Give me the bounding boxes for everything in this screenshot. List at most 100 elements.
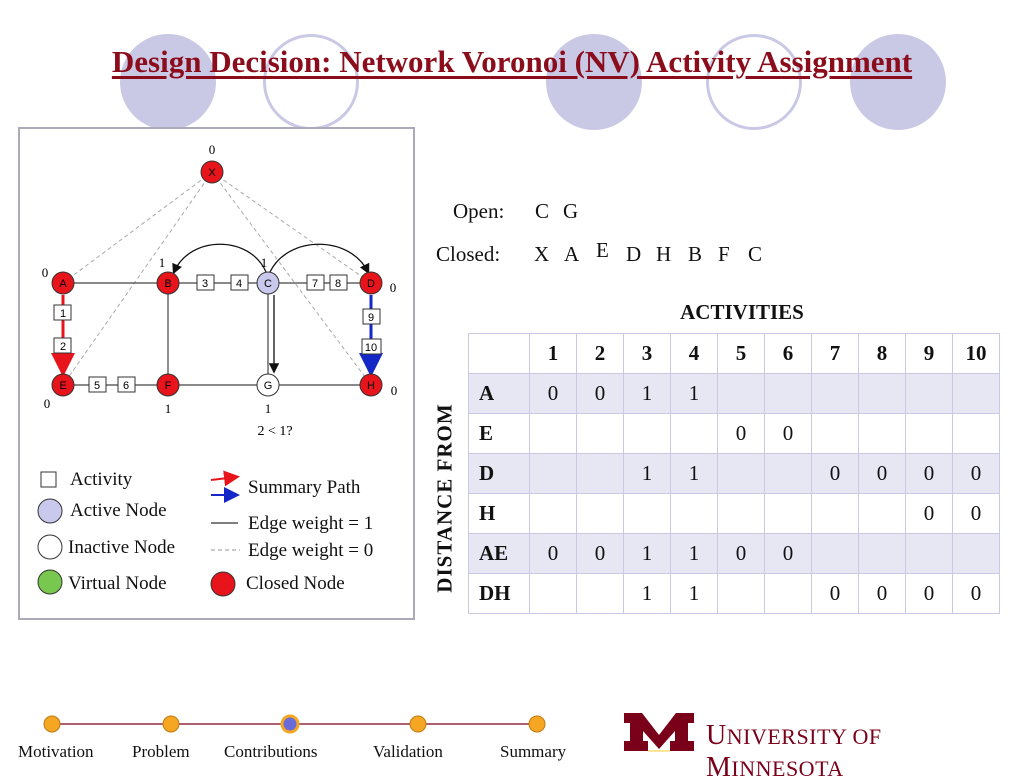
svg-text:4: 4: [236, 278, 242, 290]
table-cell: 1: [623, 573, 671, 614]
table-cell: [811, 493, 859, 534]
closed-item: D: [626, 242, 642, 266]
decor-circle: [120, 34, 216, 130]
svg-text:2: 2: [60, 341, 66, 353]
row-header: A: [468, 373, 530, 414]
open-item: C: [535, 199, 550, 223]
table-cell: [811, 413, 859, 454]
active-node-legend-icon: [37, 498, 63, 524]
table-cell: [670, 413, 718, 454]
node-h: H: [359, 373, 383, 397]
nav-dot-summary: [528, 715, 546, 733]
table-cell: [905, 533, 953, 574]
table-cell: [811, 373, 859, 414]
closed-item: C: [748, 242, 763, 266]
legend-closed-node: Closed Node: [246, 573, 345, 594]
table-cell: [811, 533, 859, 574]
table-row: DH 1 1 0 0 0 0: [468, 573, 1000, 614]
nav-dot-motivation: [43, 715, 61, 733]
legend-inactive-node: Inactive Node: [68, 537, 176, 558]
table-cell: 1: [670, 453, 718, 494]
node-distances: 0 0 1 1 0 0 1 1 0: [42, 142, 398, 416]
svg-text:1: 1: [265, 401, 272, 416]
svg-text:D: D: [367, 278, 375, 290]
nav-motivation[interactable]: Motivation: [18, 742, 94, 761]
column-header: 1: [529, 333, 577, 374]
table-cell: 1: [670, 573, 718, 614]
column-header: 9: [905, 333, 953, 374]
nav-summary[interactable]: Summary: [500, 742, 567, 761]
svg-text:0: 0: [391, 383, 398, 398]
closed-item: B: [688, 242, 703, 266]
svg-text:5: 5: [94, 380, 100, 392]
inactive-node-legend-icon: [37, 534, 63, 560]
table-cell: 0: [952, 493, 1000, 534]
column-header: 6: [764, 333, 812, 374]
table-cell: 0: [717, 413, 765, 454]
table-cell: 0: [905, 453, 953, 494]
network-graph: 1 2 3 4 5 6 7 8 9 10 X A B C D E F G H 0…: [37, 142, 398, 597]
table-cell: 0: [811, 453, 859, 494]
graph-nodes: X A B C D E F G H: [51, 160, 383, 397]
table-cell: 0: [576, 373, 624, 414]
table-cell: [576, 453, 624, 494]
table-cell: [858, 413, 906, 454]
table-cell: 0: [764, 413, 812, 454]
table-row: D 1 1 0 0 0 0: [468, 453, 1000, 494]
table-cell: [905, 413, 953, 454]
table-cell: [764, 573, 812, 614]
nav-dot-problem: [162, 715, 180, 733]
svg-text:1: 1: [165, 401, 172, 416]
nav-contributions[interactable]: Contributions: [224, 742, 318, 761]
open-label: Open:: [453, 199, 505, 223]
nav-validation[interactable]: Validation: [373, 742, 443, 761]
legend-summary-path: Summary Path: [248, 477, 361, 498]
legend-virtual-node: Virtual Node: [68, 573, 167, 594]
table-cell: 0: [952, 573, 1000, 614]
table-cell: [623, 413, 671, 454]
row-header: AE: [468, 533, 530, 574]
table-cell: [623, 493, 671, 534]
table-cell: 0: [717, 533, 765, 574]
svg-text:H: H: [367, 380, 375, 392]
section-progress-nav: [43, 714, 546, 734]
column-header: 2: [576, 333, 624, 374]
svg-text:X: X: [208, 167, 216, 179]
table-cell: [764, 373, 812, 414]
table-cell: [717, 573, 765, 614]
decor-circle: [546, 34, 642, 130]
table-cell: [952, 533, 1000, 574]
nav-problem[interactable]: Problem: [132, 742, 190, 761]
table-cell: [905, 373, 953, 414]
svg-text:F: F: [165, 380, 172, 392]
svg-text:8: 8: [335, 278, 341, 290]
svg-text:0: 0: [44, 396, 51, 411]
table-cell: [717, 453, 765, 494]
table-cell: [952, 373, 1000, 414]
table-cell: 0: [905, 493, 953, 534]
table-cell: 1: [670, 533, 718, 574]
row-header: D: [468, 453, 530, 494]
closed-item: F: [718, 242, 730, 266]
legend-activity: Activity: [70, 469, 133, 490]
table-cell: [529, 453, 577, 494]
svg-text:9: 9: [368, 312, 374, 324]
svg-text:G: G: [264, 380, 273, 392]
table-cell: 0: [905, 573, 953, 614]
row-header: DH: [468, 573, 530, 614]
activity-box: 4: [230, 274, 249, 291]
activity-box: 6: [117, 376, 136, 393]
table-cell: [764, 493, 812, 534]
table-cell: [717, 373, 765, 414]
activity-box: 7: [306, 274, 325, 291]
svg-text:A: A: [59, 278, 67, 290]
university-m-logo: [624, 713, 694, 752]
legend-active-node: Active Node: [70, 500, 167, 521]
virtual-edges: [62, 171, 372, 386]
table-cell: [529, 413, 577, 454]
table-cell: 0: [576, 533, 624, 574]
table-cell: 1: [623, 453, 671, 494]
decor-ring: [706, 34, 802, 130]
closed-item: X: [534, 242, 550, 266]
table-cell: [858, 493, 906, 534]
